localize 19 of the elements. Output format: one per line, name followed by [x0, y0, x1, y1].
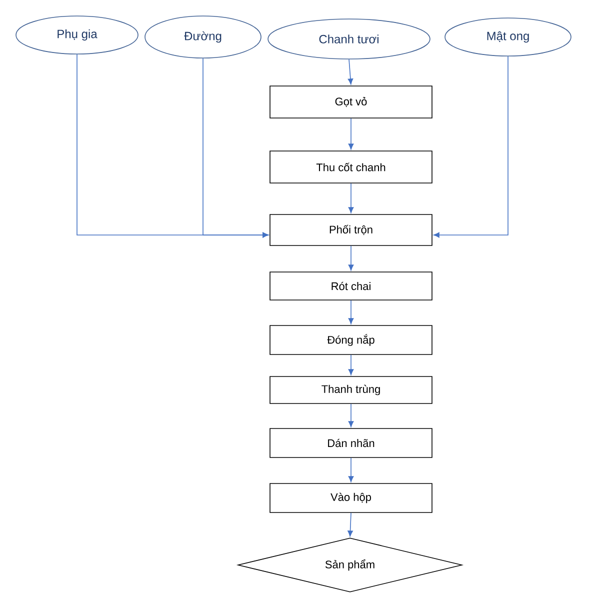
- arrow: [348, 59, 354, 85]
- arrow: [348, 300, 354, 324]
- process-box: Thu cốt chanh: [270, 150, 432, 184]
- process-box: Gọt vỏ: [270, 86, 432, 118]
- arrow: [348, 118, 354, 150]
- arrow: [348, 458, 354, 482]
- arrow: [348, 183, 354, 214]
- arrow: [433, 56, 508, 238]
- process-box: Đóng nắp: [270, 325, 432, 355]
- process-box: Rót chai: [270, 272, 432, 300]
- arrow: [348, 246, 354, 271]
- arrow: [202, 58, 269, 238]
- arrow: [348, 404, 354, 428]
- process-box: Dán nhãn: [270, 428, 432, 458]
- arrow: [348, 354, 354, 376]
- arrow: [348, 512, 353, 537]
- process-box: Thanh trùng: [270, 376, 432, 404]
- process-box: Phối trộn: [270, 214, 432, 246]
- process-box: Vào hộp: [270, 483, 432, 513]
